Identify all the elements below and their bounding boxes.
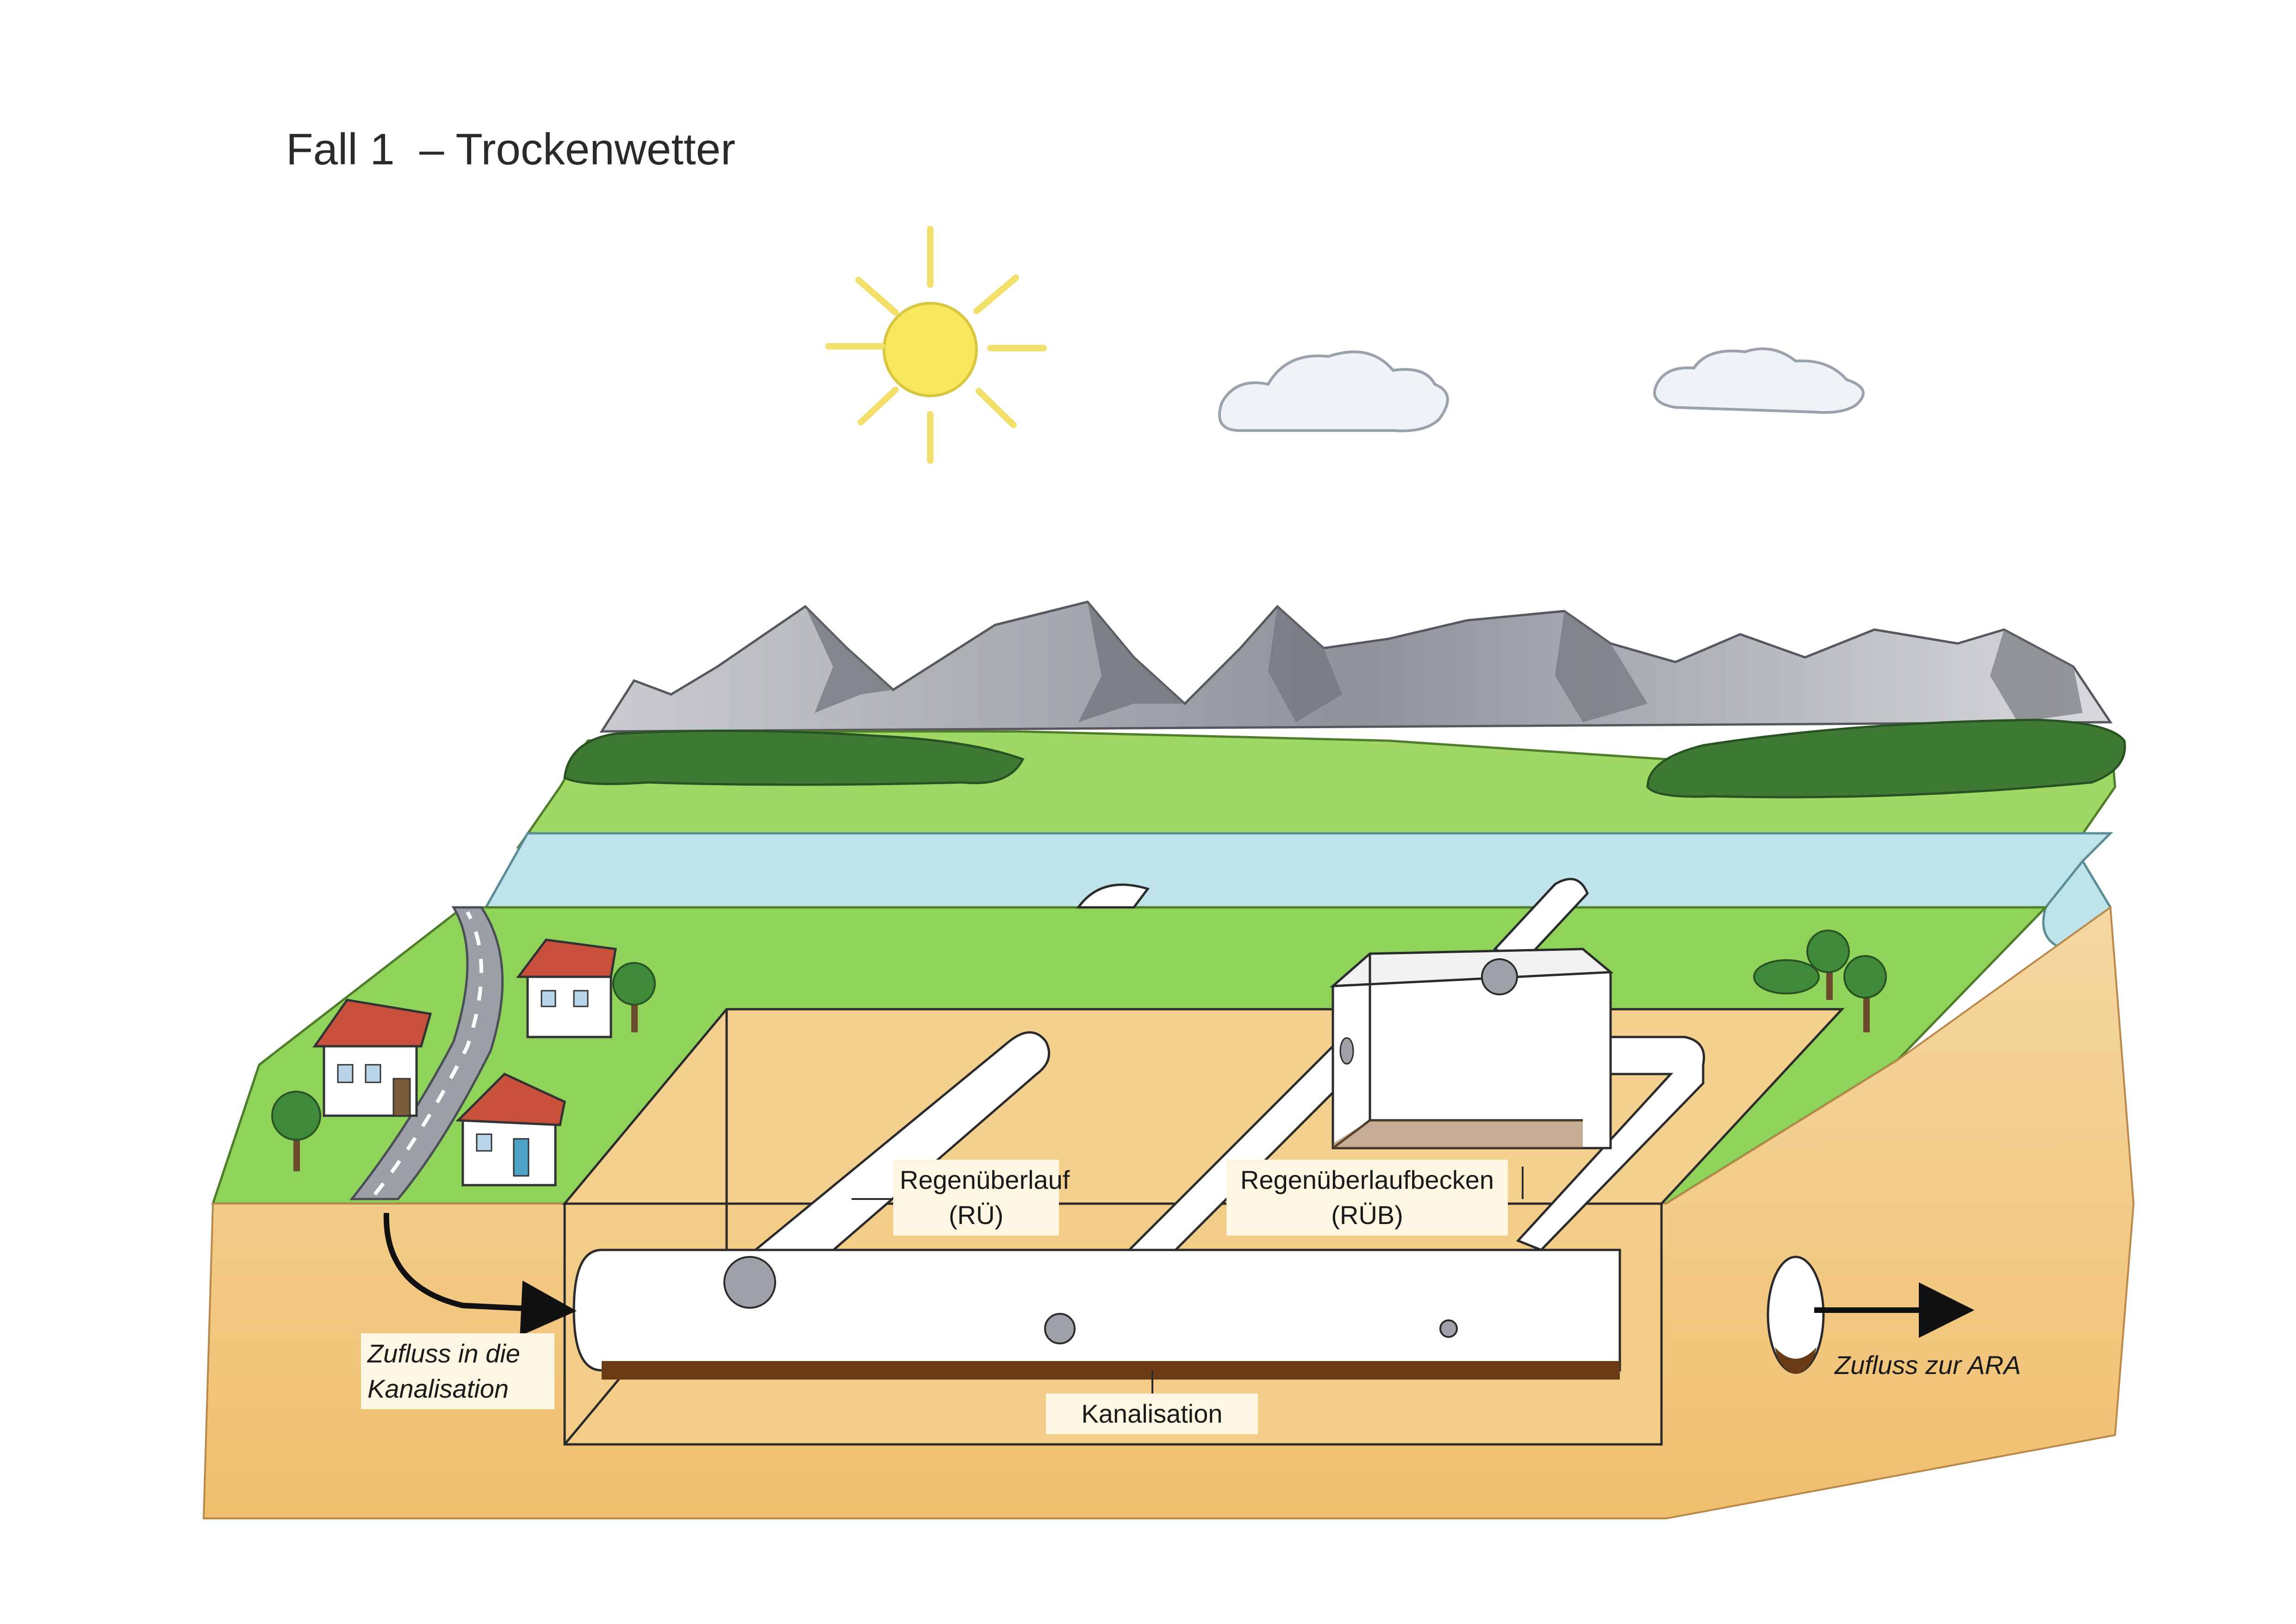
label-line: Regenüberlaufbecken — [1240, 1165, 1494, 1194]
overflow-pipe — [747, 883, 1150, 1284]
label-line: Kanalisation — [367, 1374, 509, 1403]
label-line: Kanalisation — [1081, 1399, 1223, 1428]
label-line: (RÜ) — [948, 1200, 1004, 1230]
leader-lines — [852, 1167, 1524, 1393]
label-kanalisation: Kanalisation — [1046, 1393, 1258, 1434]
cloud-icon — [1653, 347, 1865, 414]
tree-icon — [271, 1091, 321, 1171]
pipe-outlet — [1767, 1255, 1825, 1374]
house-icon — [516, 938, 617, 1038]
tree-icon — [1806, 930, 1850, 1000]
label-regenueberlaufbecken: Regenüberlaufbecken (RÜB) — [1226, 1160, 1508, 1236]
road — [349, 906, 504, 1200]
bush-icon — [1753, 959, 1820, 994]
label-line: Regenüberlauf — [900, 1165, 1070, 1194]
label-line: (RÜB) — [1331, 1200, 1403, 1230]
label-line: Zufluss in die — [367, 1339, 520, 1368]
mountain-range — [599, 600, 2113, 733]
page-title: Fall 1 – Trockenwetter — [286, 125, 736, 174]
house-icon — [312, 999, 432, 1117]
forest-right — [1646, 718, 2126, 799]
label-line: Zufluss zur ARA — [1835, 1350, 2021, 1380]
sewer-pipe — [572, 1249, 1621, 1380]
sun-icon — [825, 226, 1047, 464]
overflow-basin — [1329, 948, 1614, 1149]
cloud-icon — [1218, 350, 1449, 432]
label-zufluss-ara: Zufluss zur ARA — [1828, 1345, 2049, 1386]
forest-left — [563, 730, 1025, 786]
label-regenueberlauf: Regenüberlauf (RÜ) — [893, 1160, 1070, 1236]
tree-icon — [1843, 955, 1887, 1032]
label-zufluss-kanalisation: Zufluss in die Kanalisation — [361, 1333, 554, 1409]
house-icon — [455, 1072, 566, 1187]
tree-icon — [612, 962, 656, 1032]
inflow-arrow — [383, 1212, 577, 1336]
